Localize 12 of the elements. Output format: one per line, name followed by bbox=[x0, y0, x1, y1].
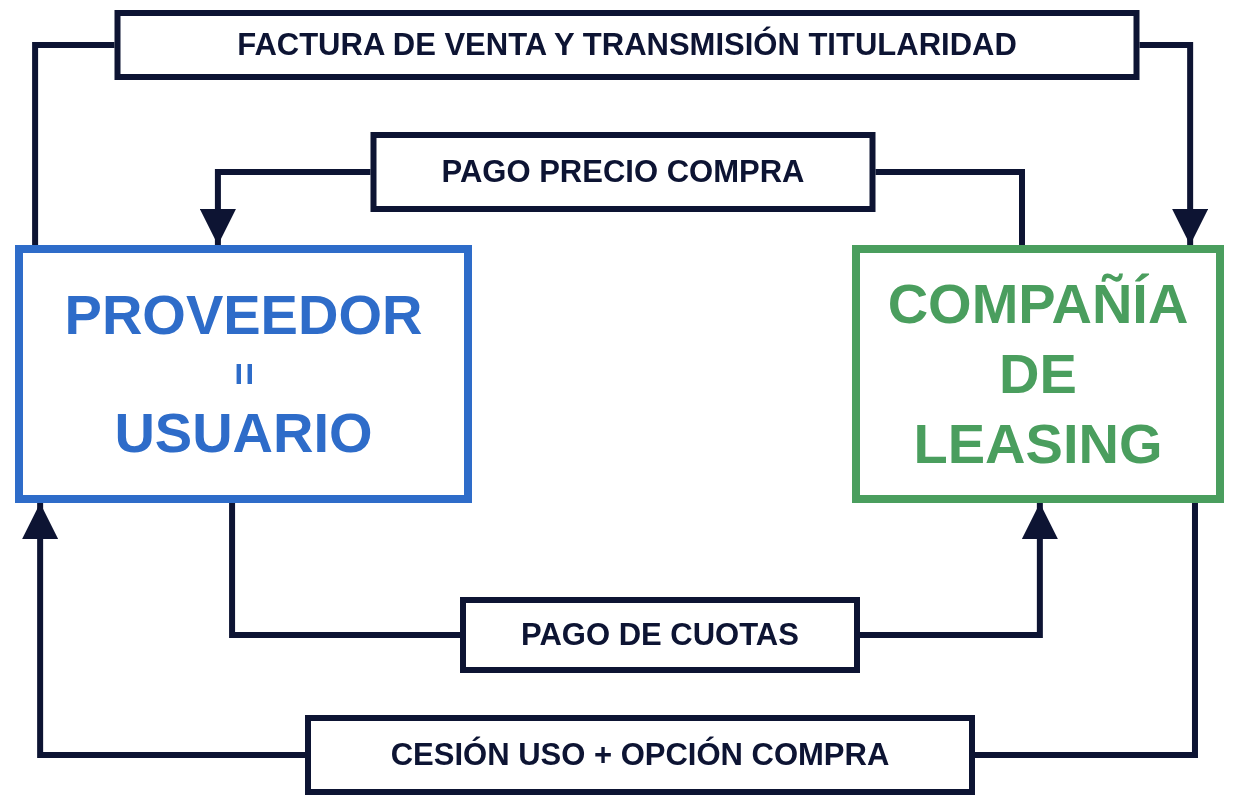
edge-label: PAGO PRECIO COMPRA bbox=[370, 132, 876, 212]
entity-box bbox=[852, 245, 1224, 503]
edge-label: CESIÓN USO + OPCIÓN COMPRA bbox=[305, 715, 975, 795]
entity-label: LEASING bbox=[913, 411, 1163, 477]
edge-label: FACTURA DE VENTA Y TRANSMISIÓN TITULARIDAD bbox=[114, 10, 1140, 80]
entity-label: COMPAÑÍA bbox=[887, 271, 1189, 337]
edge-label: PAGO DE CUOTAS bbox=[460, 597, 860, 673]
entity-box bbox=[15, 245, 472, 503]
entity-label: PROVEEDOR bbox=[64, 282, 423, 348]
entity-label: = bbox=[220, 362, 267, 386]
entity-label: DE bbox=[999, 341, 1077, 407]
entity-label: USUARIO bbox=[114, 400, 373, 466]
